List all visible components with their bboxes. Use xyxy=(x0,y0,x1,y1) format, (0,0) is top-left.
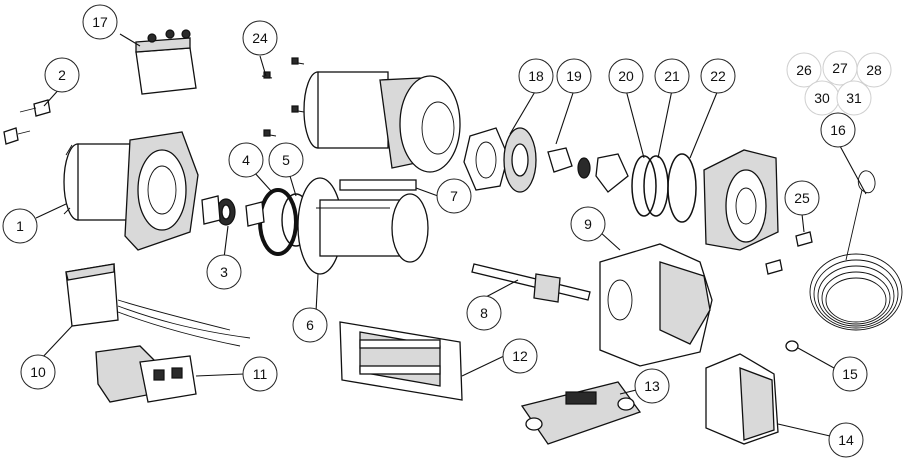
part-17-solenoid xyxy=(135,29,197,95)
callout-21-label: 21 xyxy=(664,68,680,84)
part-4-ring xyxy=(245,188,298,256)
callout-2: 2 xyxy=(44,57,80,93)
part-16-rope xyxy=(809,170,903,331)
planet-gear-assembly xyxy=(547,147,629,193)
callout-14: 14 xyxy=(828,422,864,458)
callout-6: 6 xyxy=(292,307,328,343)
callout-21: 21 xyxy=(654,58,690,94)
part-6-drum xyxy=(297,177,429,275)
callout-16-label: 16 xyxy=(830,122,846,138)
right-end-housing xyxy=(703,149,779,251)
part-15-plug xyxy=(785,340,799,352)
part-2-bolts xyxy=(3,99,51,145)
callout-5-label: 5 xyxy=(282,152,290,168)
callout-24-label: 24 xyxy=(252,30,268,46)
callout-31-label: 31 xyxy=(846,90,862,106)
callout-18-label: 18 xyxy=(528,68,544,84)
callout-17: 17 xyxy=(82,4,118,40)
callout-9: 9 xyxy=(570,206,606,242)
callout-14-label: 14 xyxy=(838,432,854,448)
callout-4-label: 4 xyxy=(242,152,250,168)
part-22-ring xyxy=(667,153,697,223)
part-12-roller-fairlead xyxy=(339,321,463,401)
callout-18: 18 xyxy=(518,58,554,94)
part-13-hawse-fairlead xyxy=(520,381,642,445)
leader-lines xyxy=(35,33,867,437)
callout-7-label: 7 xyxy=(450,188,458,204)
callout-1: 1 xyxy=(2,208,38,244)
part-18-plate xyxy=(463,127,509,191)
callout-30-label: 30 xyxy=(814,90,830,106)
part-19-gear-ring xyxy=(503,127,537,193)
callout-1-label: 1 xyxy=(16,218,24,234)
part-11-wireless-remote xyxy=(95,345,197,403)
callout-26: 26 xyxy=(786,52,822,88)
callout-30: 30 xyxy=(804,80,840,116)
callout-8: 8 xyxy=(466,295,502,331)
callout-19-label: 19 xyxy=(566,68,582,84)
callout-9-label: 9 xyxy=(584,216,592,232)
callout-20: 20 xyxy=(608,58,644,94)
callout-26-label: 26 xyxy=(796,62,812,78)
part-25-nut xyxy=(765,231,813,275)
callout-5: 5 xyxy=(268,142,304,178)
callout-12: 12 xyxy=(502,338,538,374)
callout-10: 10 xyxy=(20,354,56,390)
callout-19: 19 xyxy=(556,58,592,94)
callout-31: 31 xyxy=(836,80,872,116)
callout-13: 13 xyxy=(634,368,670,404)
callout-8-label: 8 xyxy=(480,305,488,321)
part-10-wired-remote xyxy=(65,263,251,347)
part-3-bearing xyxy=(201,195,236,226)
callout-20-label: 20 xyxy=(618,68,634,84)
callout-28-label: 28 xyxy=(866,62,882,78)
callout-25: 25 xyxy=(784,180,820,216)
callout-24: 24 xyxy=(242,20,278,56)
callout-25-label: 25 xyxy=(794,190,810,206)
part-1-motor-housing xyxy=(63,131,199,251)
callout-4: 4 xyxy=(228,142,264,178)
part-8-shaft xyxy=(471,263,591,303)
part-24-screws xyxy=(261,57,305,137)
callout-16: 16 xyxy=(820,112,856,148)
callout-11-label: 11 xyxy=(253,366,268,382)
callout-3-label: 3 xyxy=(220,264,228,280)
callout-15: 15 xyxy=(832,356,868,392)
callout-10-label: 10 xyxy=(30,364,46,380)
callout-27: 27 xyxy=(822,50,858,86)
callout-3: 3 xyxy=(206,254,242,290)
callout-22: 22 xyxy=(700,58,736,94)
callout-13-label: 13 xyxy=(644,378,660,394)
callout-15-label: 15 xyxy=(842,366,858,382)
center-motor xyxy=(303,71,461,173)
part-14-brake-housing xyxy=(705,353,779,445)
part-7-tie-rod xyxy=(339,179,417,191)
callout-17-label: 17 xyxy=(92,14,108,30)
callout-2-label: 2 xyxy=(58,67,66,83)
callout-28: 28 xyxy=(856,52,892,88)
part-9-gearbox xyxy=(599,243,713,367)
callout-6-label: 6 xyxy=(306,317,314,333)
callout-22-label: 22 xyxy=(710,68,726,84)
callout-7: 7 xyxy=(436,178,472,214)
callout-11: 11 xyxy=(242,356,278,392)
callout-12-label: 12 xyxy=(512,348,528,364)
callout-27-label: 27 xyxy=(832,60,848,76)
